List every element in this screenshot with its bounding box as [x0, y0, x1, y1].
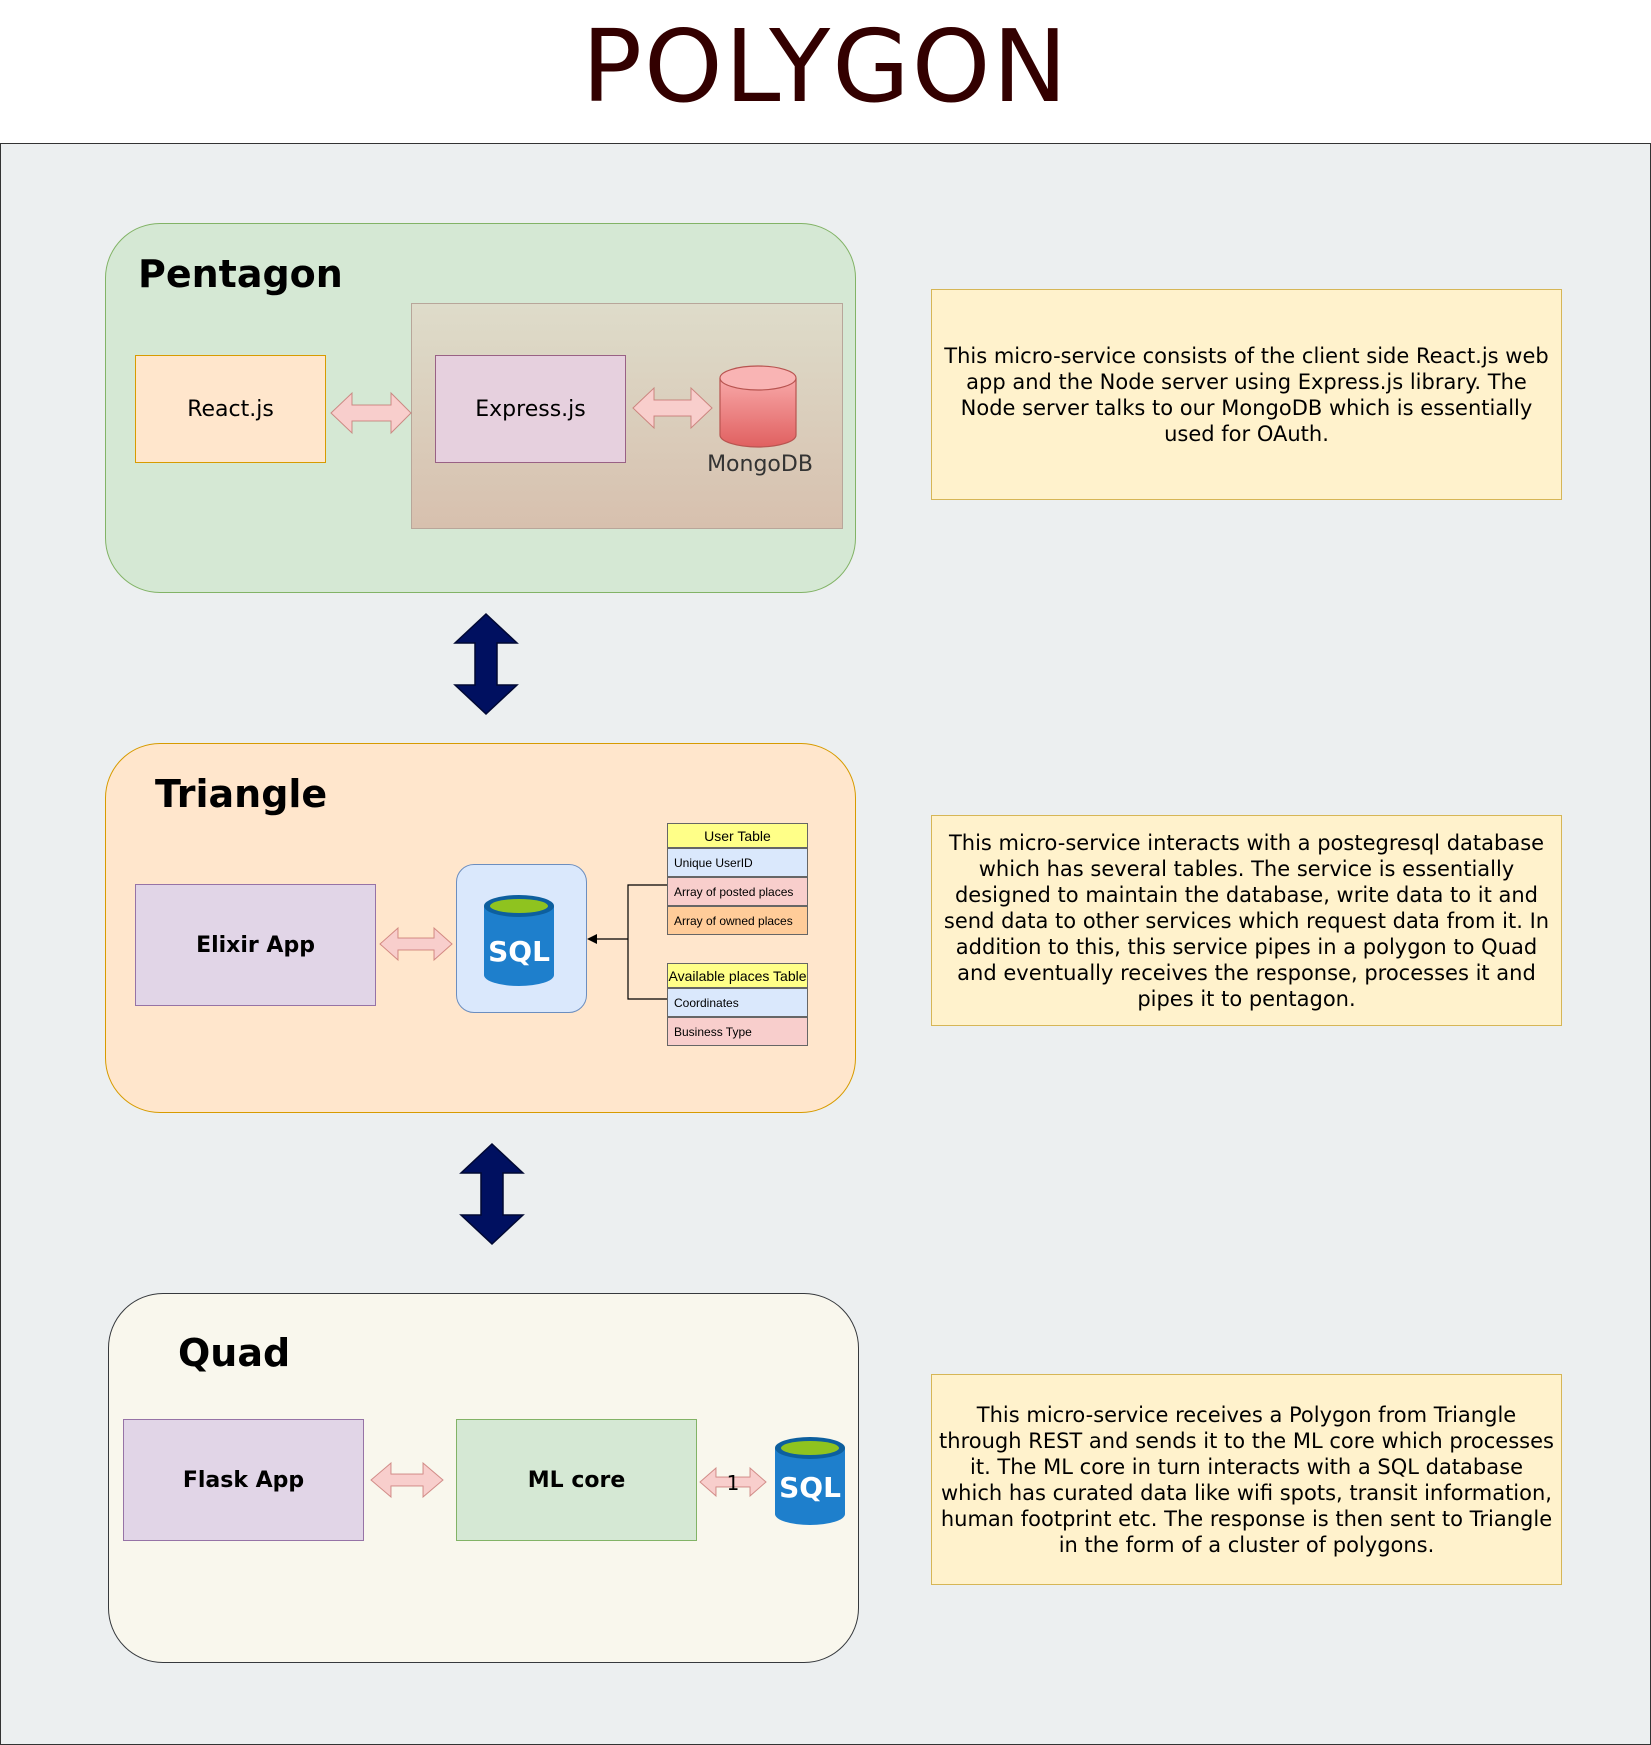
user-table[interactable]: User Table Unique UserID Array of posted… — [667, 823, 808, 935]
express-mongodb-arrow[interactable] — [632, 386, 713, 430]
user-table-row: Array of posted places — [667, 877, 808, 906]
user-table-row: Array of owned places — [667, 906, 808, 935]
sql-icon-text: SQL — [488, 935, 550, 968]
triangle-title: Triangle — [155, 772, 328, 816]
places-table-row: Coordinates — [667, 988, 808, 1017]
flask-label: Flask App — [182, 1467, 305, 1493]
quad-title: Quad — [178, 1331, 291, 1375]
quad-note: This micro-service receives a Polygon fr… — [931, 1374, 1562, 1585]
pentagon-note: This micro-service consists of the clien… — [931, 289, 1562, 500]
flask-box[interactable]: Flask App — [123, 1419, 364, 1541]
mongodb-cylinder-icon[interactable] — [719, 365, 797, 448]
ml-core-label: ML core — [527, 1467, 626, 1493]
table-connectors — [587, 884, 667, 1000]
user-table-row: Unique UserID — [667, 848, 808, 877]
triangle-quad-arrow[interactable] — [459, 1142, 525, 1246]
elixir-sql-arrow[interactable] — [379, 926, 453, 962]
triangle-note: This micro-service interacts with a post… — [931, 815, 1562, 1026]
ml-sql-arrow[interactable] — [699, 1466, 767, 1498]
ml-core-box[interactable]: ML core — [456, 1419, 697, 1541]
flask-ml-arrow[interactable] — [370, 1461, 444, 1499]
elixir-label: Elixir App — [196, 932, 315, 958]
quad-sql-icon-text: SQL — [779, 1471, 841, 1504]
react-box[interactable]: React.js — [135, 355, 326, 463]
places-table-row: Business Type — [667, 1017, 808, 1046]
user-table-header: User Table — [667, 823, 808, 848]
express-label: Express.js — [475, 396, 586, 422]
diagram-title: POLYGON — [581, 8, 1070, 125]
mongodb-label: MongoDB — [707, 452, 813, 477]
places-table-header: Available places Table — [667, 963, 808, 988]
sql-database-icon: SQL — [484, 895, 554, 986]
express-box[interactable]: Express.js — [435, 355, 626, 463]
react-label: React.js — [187, 396, 274, 422]
places-table[interactable]: Available places Table Coordinates Busin… — [667, 963, 808, 1046]
ml-sql-edge-label: 1 — [727, 1471, 740, 1495]
quad-sql-database-icon: SQL — [775, 1437, 845, 1525]
react-express-arrow[interactable] — [330, 391, 412, 435]
elixir-box[interactable]: Elixir App — [135, 884, 376, 1006]
pentagon-title: Pentagon — [138, 252, 343, 296]
pentagon-triangle-arrow[interactable] — [453, 612, 519, 716]
